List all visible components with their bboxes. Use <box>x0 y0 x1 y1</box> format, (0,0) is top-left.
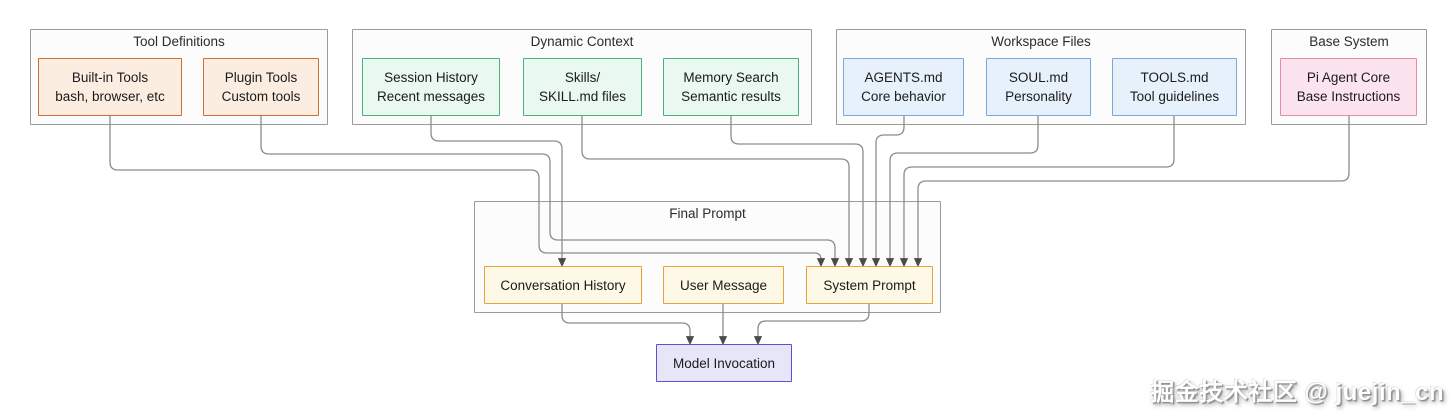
group-title: Dynamic Context <box>530 34 634 49</box>
node-label-line: Recent messages <box>376 89 486 104</box>
node-label-line: SOUL.md <box>1008 70 1069 85</box>
edge-pi-agent-core-to-system-prompt <box>913 116 1350 268</box>
node-label-line: TOOLS.md <box>1140 70 1209 85</box>
node-label-line: bash, browser, etc <box>55 89 165 104</box>
edge-tools-md-to-system-prompt <box>899 116 1175 268</box>
group-title: Workspace Files <box>991 34 1091 49</box>
node-label-line: Memory Search <box>683 70 779 85</box>
node-label-line: Personality <box>1005 89 1072 104</box>
node-user-message: User Message <box>663 266 784 304</box>
node-label-line: Pi Agent Core <box>1306 70 1391 85</box>
node-label-line: Built-in Tools <box>71 70 149 85</box>
node-label-line: Semantic results <box>681 89 781 104</box>
node-label-line: SKILL.md files <box>538 89 627 104</box>
watermark: 掘金技术社区 @ juejin_cn <box>1150 379 1444 406</box>
node-label-line: User Message <box>679 277 768 293</box>
node-label-line: Conversation History <box>500 277 626 293</box>
node-skills: Skills/SKILL.md files <box>523 58 642 116</box>
group-title: Final Prompt <box>669 206 746 221</box>
node-label-line: AGENTS.md <box>864 70 943 85</box>
node-built-in-tools: Built-in Tools bash, browser, etc <box>38 58 182 116</box>
node-label-line: Model Invocation <box>672 355 776 371</box>
node-model-invocation: Model Invocation <box>656 344 792 382</box>
node-label-line: Core behavior <box>861 89 946 104</box>
group-title: Tool Definitions <box>133 34 225 49</box>
node-label-line: System Prompt <box>823 277 916 293</box>
node-system-prompt: System Prompt <box>806 266 933 304</box>
group-title: Base System <box>1309 34 1389 49</box>
node-label-line: Skills/ <box>564 70 601 85</box>
node-label-line: Plugin Tools <box>224 70 298 85</box>
node-label-line: Base Instructions <box>1296 89 1401 104</box>
node-label-line: Custom tools <box>221 89 301 104</box>
node-conversation-history: Conversation History <box>484 266 642 304</box>
node-label-line: Tool guidelines <box>1129 89 1220 104</box>
node-label-line: Session History <box>384 70 478 85</box>
